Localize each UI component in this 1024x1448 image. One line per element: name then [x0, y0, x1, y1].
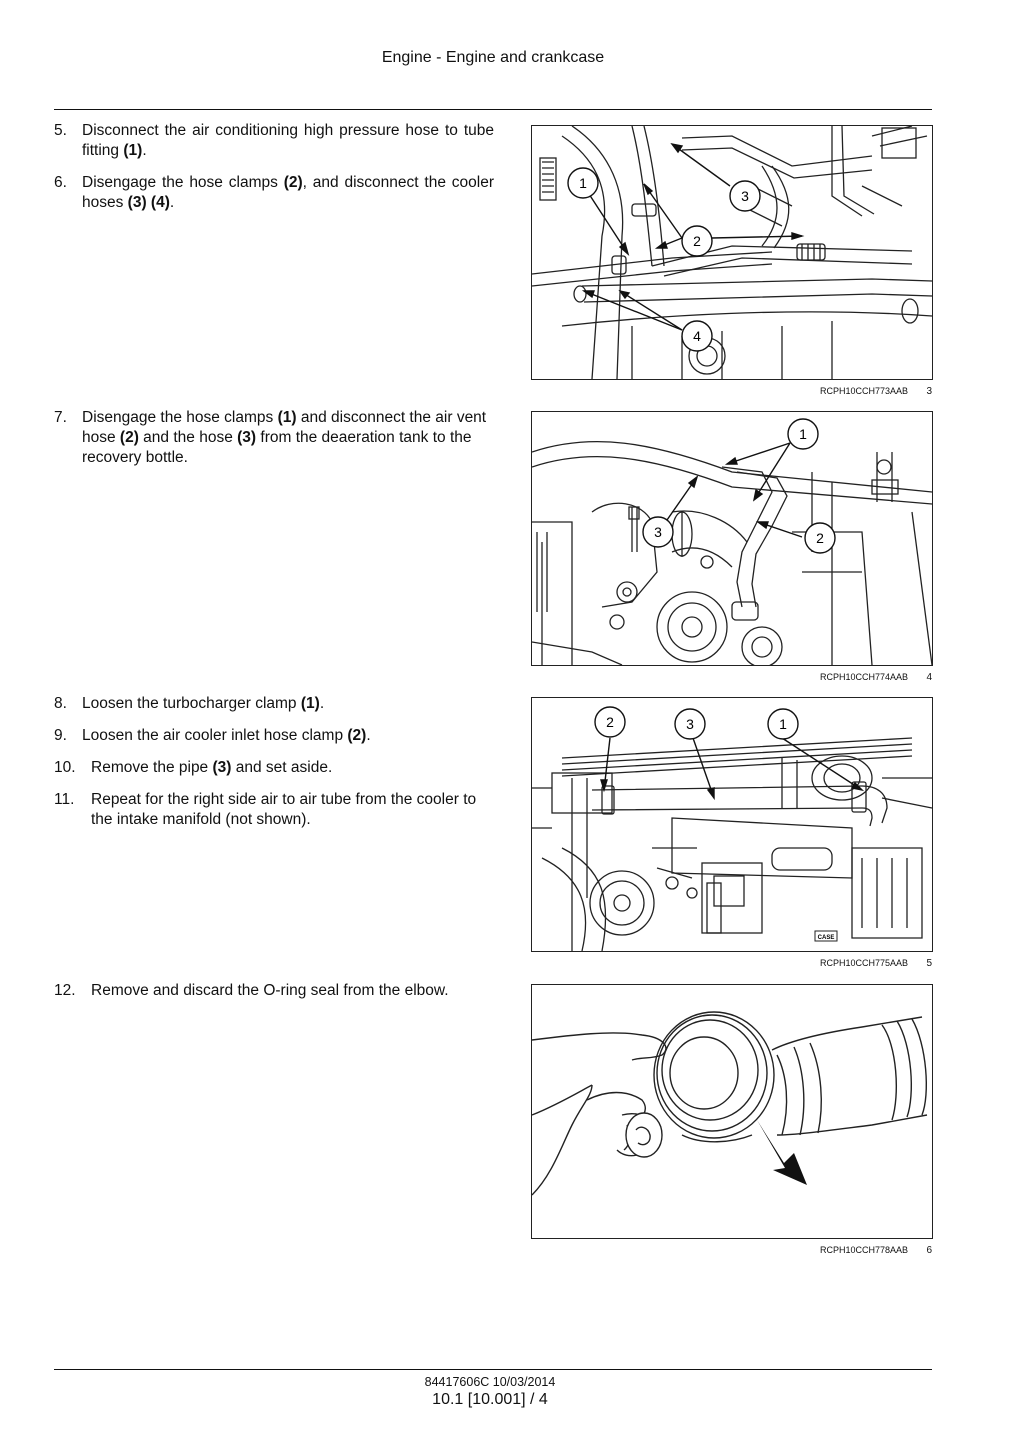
step-number: 12.: [54, 982, 76, 999]
callout-1: 1: [767, 708, 799, 740]
step-text: Loosen the turbocharger clamp (1).: [82, 695, 325, 712]
step-number: 5.: [54, 122, 67, 139]
svg-text:2: 2: [606, 714, 614, 730]
callout-2: 2: [681, 225, 713, 257]
step-text: Remove and discard the O-ring seal from …: [91, 982, 449, 999]
callout-leaders: [581, 142, 805, 331]
page-header-title: Engine - Engine and crankcase: [381, 49, 605, 66]
step-11: 11. Repeat for the right side air to air…: [54, 790, 494, 830]
figure-5-illustration: CASE 2 3 1: [531, 697, 933, 952]
step-text: Disengage the hose clamps (1) and discon…: [82, 409, 487, 466]
figure-code: RCPH10CCH778AAB: [819, 1245, 908, 1255]
step-number: 7.: [54, 409, 67, 426]
step-text: Repeat for the right side air to air tub…: [91, 791, 477, 828]
step-text: Disengage the hose clamps (2), and disco…: [82, 174, 494, 211]
svg-text:2: 2: [693, 233, 701, 249]
callout-1: 1: [567, 167, 599, 199]
figure-6-illustration: [531, 984, 933, 1239]
figure-4-illustration: 1 2 3: [531, 411, 933, 666]
svg-text:1: 1: [579, 175, 587, 191]
step-8: 8. Loosen the turbocharger clamp (1).: [54, 694, 494, 714]
figure-number: 3: [926, 386, 932, 397]
step-12: 12. Remove and discard the O-ring seal f…: [54, 981, 494, 1001]
callout-leaders: [666, 442, 803, 538]
instruction-group-2: 7. Disengage the hose clamps (1) and dis…: [54, 408, 494, 480]
step-number: 11.: [54, 791, 75, 808]
step-number: 10.: [54, 759, 76, 776]
step-number: 8.: [54, 695, 67, 712]
turbo-pipe-line-drawing: CASE 2 3 1: [532, 706, 932, 951]
svg-text:2: 2: [816, 530, 824, 546]
callout-3: 3: [674, 708, 706, 740]
svg-text:CASE: CASE: [818, 935, 835, 941]
deaeration-hoses-line-drawing: 1 2 3: [532, 418, 932, 665]
svg-text:1: 1: [799, 426, 807, 442]
figure-code: RCPH10CCH775AAB: [819, 958, 908, 968]
footer-page-number: 10.1 [10.001] / 4: [432, 1391, 548, 1408]
svg-text:3: 3: [686, 716, 694, 732]
step-text: Remove the pipe (3) and set aside.: [91, 759, 333, 776]
callout-2: 2: [594, 706, 626, 738]
footer-document-id: 84417606C 10/03/2014: [424, 1375, 556, 1389]
figure-3-illustration: 1 2 3 4: [531, 125, 933, 380]
engine-hoses-line-drawing: 1 2 3 4: [532, 126, 932, 379]
step-6: 6. Disengage the hose clamps (2), and di…: [54, 173, 494, 213]
callout-leaders: [600, 737, 865, 801]
svg-text:4: 4: [693, 328, 701, 344]
arrow-icon: [757, 1120, 807, 1185]
step-text: Loosen the air cooler inlet hose clamp (…: [82, 727, 371, 744]
instruction-group-4: 12. Remove and discard the O-ring seal f…: [54, 981, 494, 1013]
step-number: 6.: [54, 174, 67, 191]
callout-4: 4: [681, 320, 713, 352]
step-9: 9. Loosen the air cooler inlet hose clam…: [54, 726, 494, 746]
svg-text:3: 3: [654, 524, 662, 540]
step-5: 5. Disconnect the air conditioning high …: [54, 121, 494, 161]
svg-text:1: 1: [779, 716, 787, 732]
callout-3: 3: [642, 516, 674, 548]
instruction-group-1: 5. Disconnect the air conditioning high …: [54, 121, 494, 225]
case-stamp: CASE: [814, 930, 838, 942]
figure-number: 6: [926, 1245, 932, 1256]
figure-number: 4: [926, 672, 932, 683]
step-10: 10. Remove the pipe (3) and set aside.: [54, 758, 494, 778]
figure-code: RCPH10CCH773AAB: [819, 386, 908, 396]
figure-number: 5: [926, 958, 932, 969]
step-number: 9.: [54, 727, 67, 744]
callout-2: 2: [804, 522, 836, 554]
o-ring-elbow-line-drawing: [532, 1011, 928, 1196]
callout-3: 3: [729, 180, 761, 212]
figure-code: RCPH10CCH774AAB: [819, 672, 908, 682]
footer-rule: [54, 1369, 932, 1370]
figure-5-callouts: 2 3 1: [594, 706, 799, 740]
svg-text:3: 3: [741, 188, 749, 204]
header-rule: [54, 109, 932, 110]
figure-3-callouts: 1 2 3 4: [567, 167, 761, 352]
step-7: 7. Disengage the hose clamps (1) and dis…: [54, 408, 494, 468]
callout-1: 1: [787, 418, 819, 450]
step-text: Disconnect the air conditioning high pre…: [82, 122, 494, 159]
figure-4-callouts: 1 2 3: [642, 418, 836, 554]
instruction-group-3: 8. Loosen the turbocharger clamp (1). 9.…: [54, 694, 494, 842]
